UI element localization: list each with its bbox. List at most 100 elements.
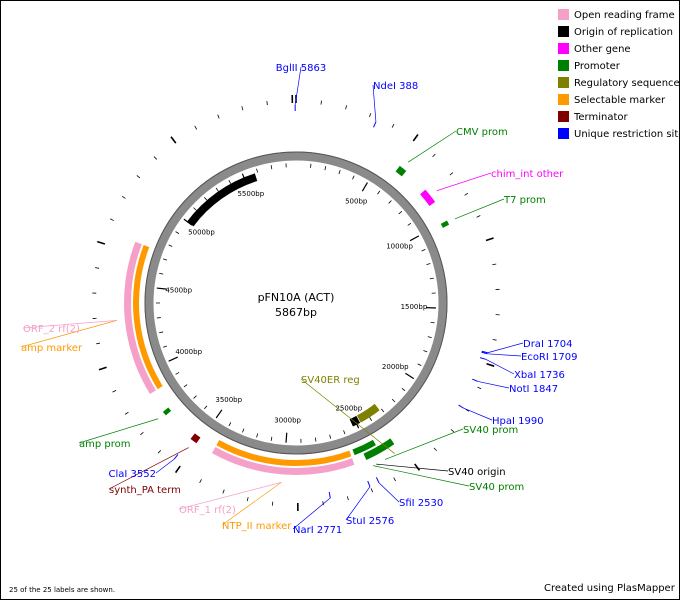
outer-tick — [486, 238, 494, 240]
outer-tick — [369, 113, 370, 117]
outer-tick — [171, 137, 176, 143]
tick-label: 3500bp — [215, 396, 242, 404]
major-tick — [410, 236, 419, 241]
feature-label: ORF_2 rf(2) — [23, 324, 80, 335]
outer-tick — [465, 193, 468, 195]
restriction-site-mark — [368, 481, 370, 487]
major-tick — [216, 410, 222, 418]
minor-tick — [339, 170, 340, 174]
minor-tick — [418, 364, 422, 366]
legend-swatch-orf — [558, 9, 569, 20]
minor-tick — [399, 211, 402, 214]
minor-tick — [352, 176, 354, 180]
restriction-site-label: DraI 1704 — [523, 339, 573, 350]
restriction-site-label: NotI 1847 — [509, 384, 558, 395]
tick-label: 4000bp — [175, 348, 202, 356]
minor-tick — [204, 406, 207, 409]
outer-tick — [413, 135, 418, 141]
minor-tick — [176, 232, 179, 234]
restriction-site-label: BglII 5863 — [276, 63, 327, 74]
restriction-site-mark — [459, 405, 464, 408]
restriction-site-label: StuI 2576 — [346, 516, 394, 527]
minor-tick — [163, 259, 167, 260]
feature-arc — [441, 221, 449, 228]
plasmid-length: 5867bp — [275, 306, 317, 319]
tick-label: 1000bp — [386, 242, 413, 250]
feature-label: synth_PA term — [109, 485, 181, 496]
outer-tick — [218, 115, 220, 119]
outer-tick — [477, 387, 481, 389]
outer-tick — [493, 339, 497, 340]
feature-label: T7 prom — [503, 195, 546, 206]
feature-label: SV40ER reg — [301, 375, 360, 386]
legend-label-other-gene: Other gene — [574, 44, 631, 55]
feature-leader — [385, 429, 463, 459]
restriction-site-leader — [488, 343, 523, 353]
outer-tick — [492, 264, 496, 265]
legend-label-selectable: Selectable marker — [574, 95, 666, 106]
minor-tick — [426, 264, 430, 265]
restriction-site-label: NarI 2771 — [293, 525, 342, 536]
outer-tick — [394, 478, 396, 481]
outer-tick — [434, 448, 437, 451]
minor-tick — [176, 372, 179, 374]
credit-text: Created using PlasMapper — [544, 583, 676, 594]
feature-arc — [396, 166, 407, 177]
restriction-site-mark — [376, 477, 379, 482]
tick-label: 500bp — [345, 198, 368, 206]
legend-swatch-selectable — [558, 94, 569, 105]
minor-tick — [159, 332, 163, 333]
plasmid-name: pFN10A (ACT) — [258, 291, 335, 304]
legend-swatch-other-gene — [558, 43, 569, 54]
legend-swatch-origin — [558, 26, 569, 37]
major-tick — [405, 373, 413, 378]
restriction-site-leader — [156, 459, 174, 473]
restriction-site-leader — [486, 359, 514, 374]
minor-tick — [216, 188, 218, 191]
feature-label: ORF_1 rf(2) — [179, 505, 236, 516]
tick-label: 2500bp — [335, 405, 362, 413]
outer-tick — [110, 219, 114, 221]
minor-tick — [422, 249, 426, 251]
feature-label: amp marker — [21, 343, 83, 354]
outer-tick — [176, 466, 181, 473]
outer-tick — [477, 216, 481, 218]
feature-arc — [420, 190, 435, 206]
restriction-site-leader — [379, 483, 399, 502]
feature-label: chim_int other — [491, 169, 564, 180]
restriction-site-mark — [480, 358, 486, 360]
restriction-site-mark — [472, 379, 478, 381]
restriction-site-label: ClaI 3552 — [109, 469, 156, 480]
legend: Open reading frame Origin of replication… — [558, 9, 680, 140]
minor-tick — [430, 278, 434, 279]
tick-label: 3000bp — [274, 417, 301, 425]
outer-tick — [371, 488, 373, 492]
minor-tick — [370, 417, 372, 420]
minor-tick — [325, 166, 326, 170]
minor-tick — [315, 438, 316, 442]
minor-tick — [159, 273, 163, 274]
minor-tick — [163, 346, 167, 347]
legend-label-regulatory: Regulatory sequence — [574, 78, 680, 89]
minor-tick — [242, 429, 244, 433]
feature-arc — [163, 407, 171, 415]
minor-tick — [344, 430, 345, 434]
outer-tick — [122, 196, 125, 198]
legend-swatch-terminator — [558, 111, 569, 122]
minor-tick — [389, 201, 392, 204]
minor-tick — [377, 191, 379, 194]
minor-tick — [194, 396, 197, 399]
outer-tick — [96, 343, 100, 344]
outer-tick — [95, 268, 99, 269]
outer-tick — [487, 364, 495, 366]
legend-swatch-promoter — [558, 60, 569, 71]
major-tick — [169, 357, 178, 361]
minor-tick — [229, 422, 231, 426]
feature-label: NTP_II marker — [222, 521, 292, 532]
restriction-site-leader — [487, 354, 521, 356]
legend-label-terminator: Terminator — [573, 112, 629, 123]
outer-tick — [223, 490, 224, 494]
outer-tick — [97, 242, 105, 244]
restriction-site-label: XbaI 1736 — [514, 370, 565, 381]
